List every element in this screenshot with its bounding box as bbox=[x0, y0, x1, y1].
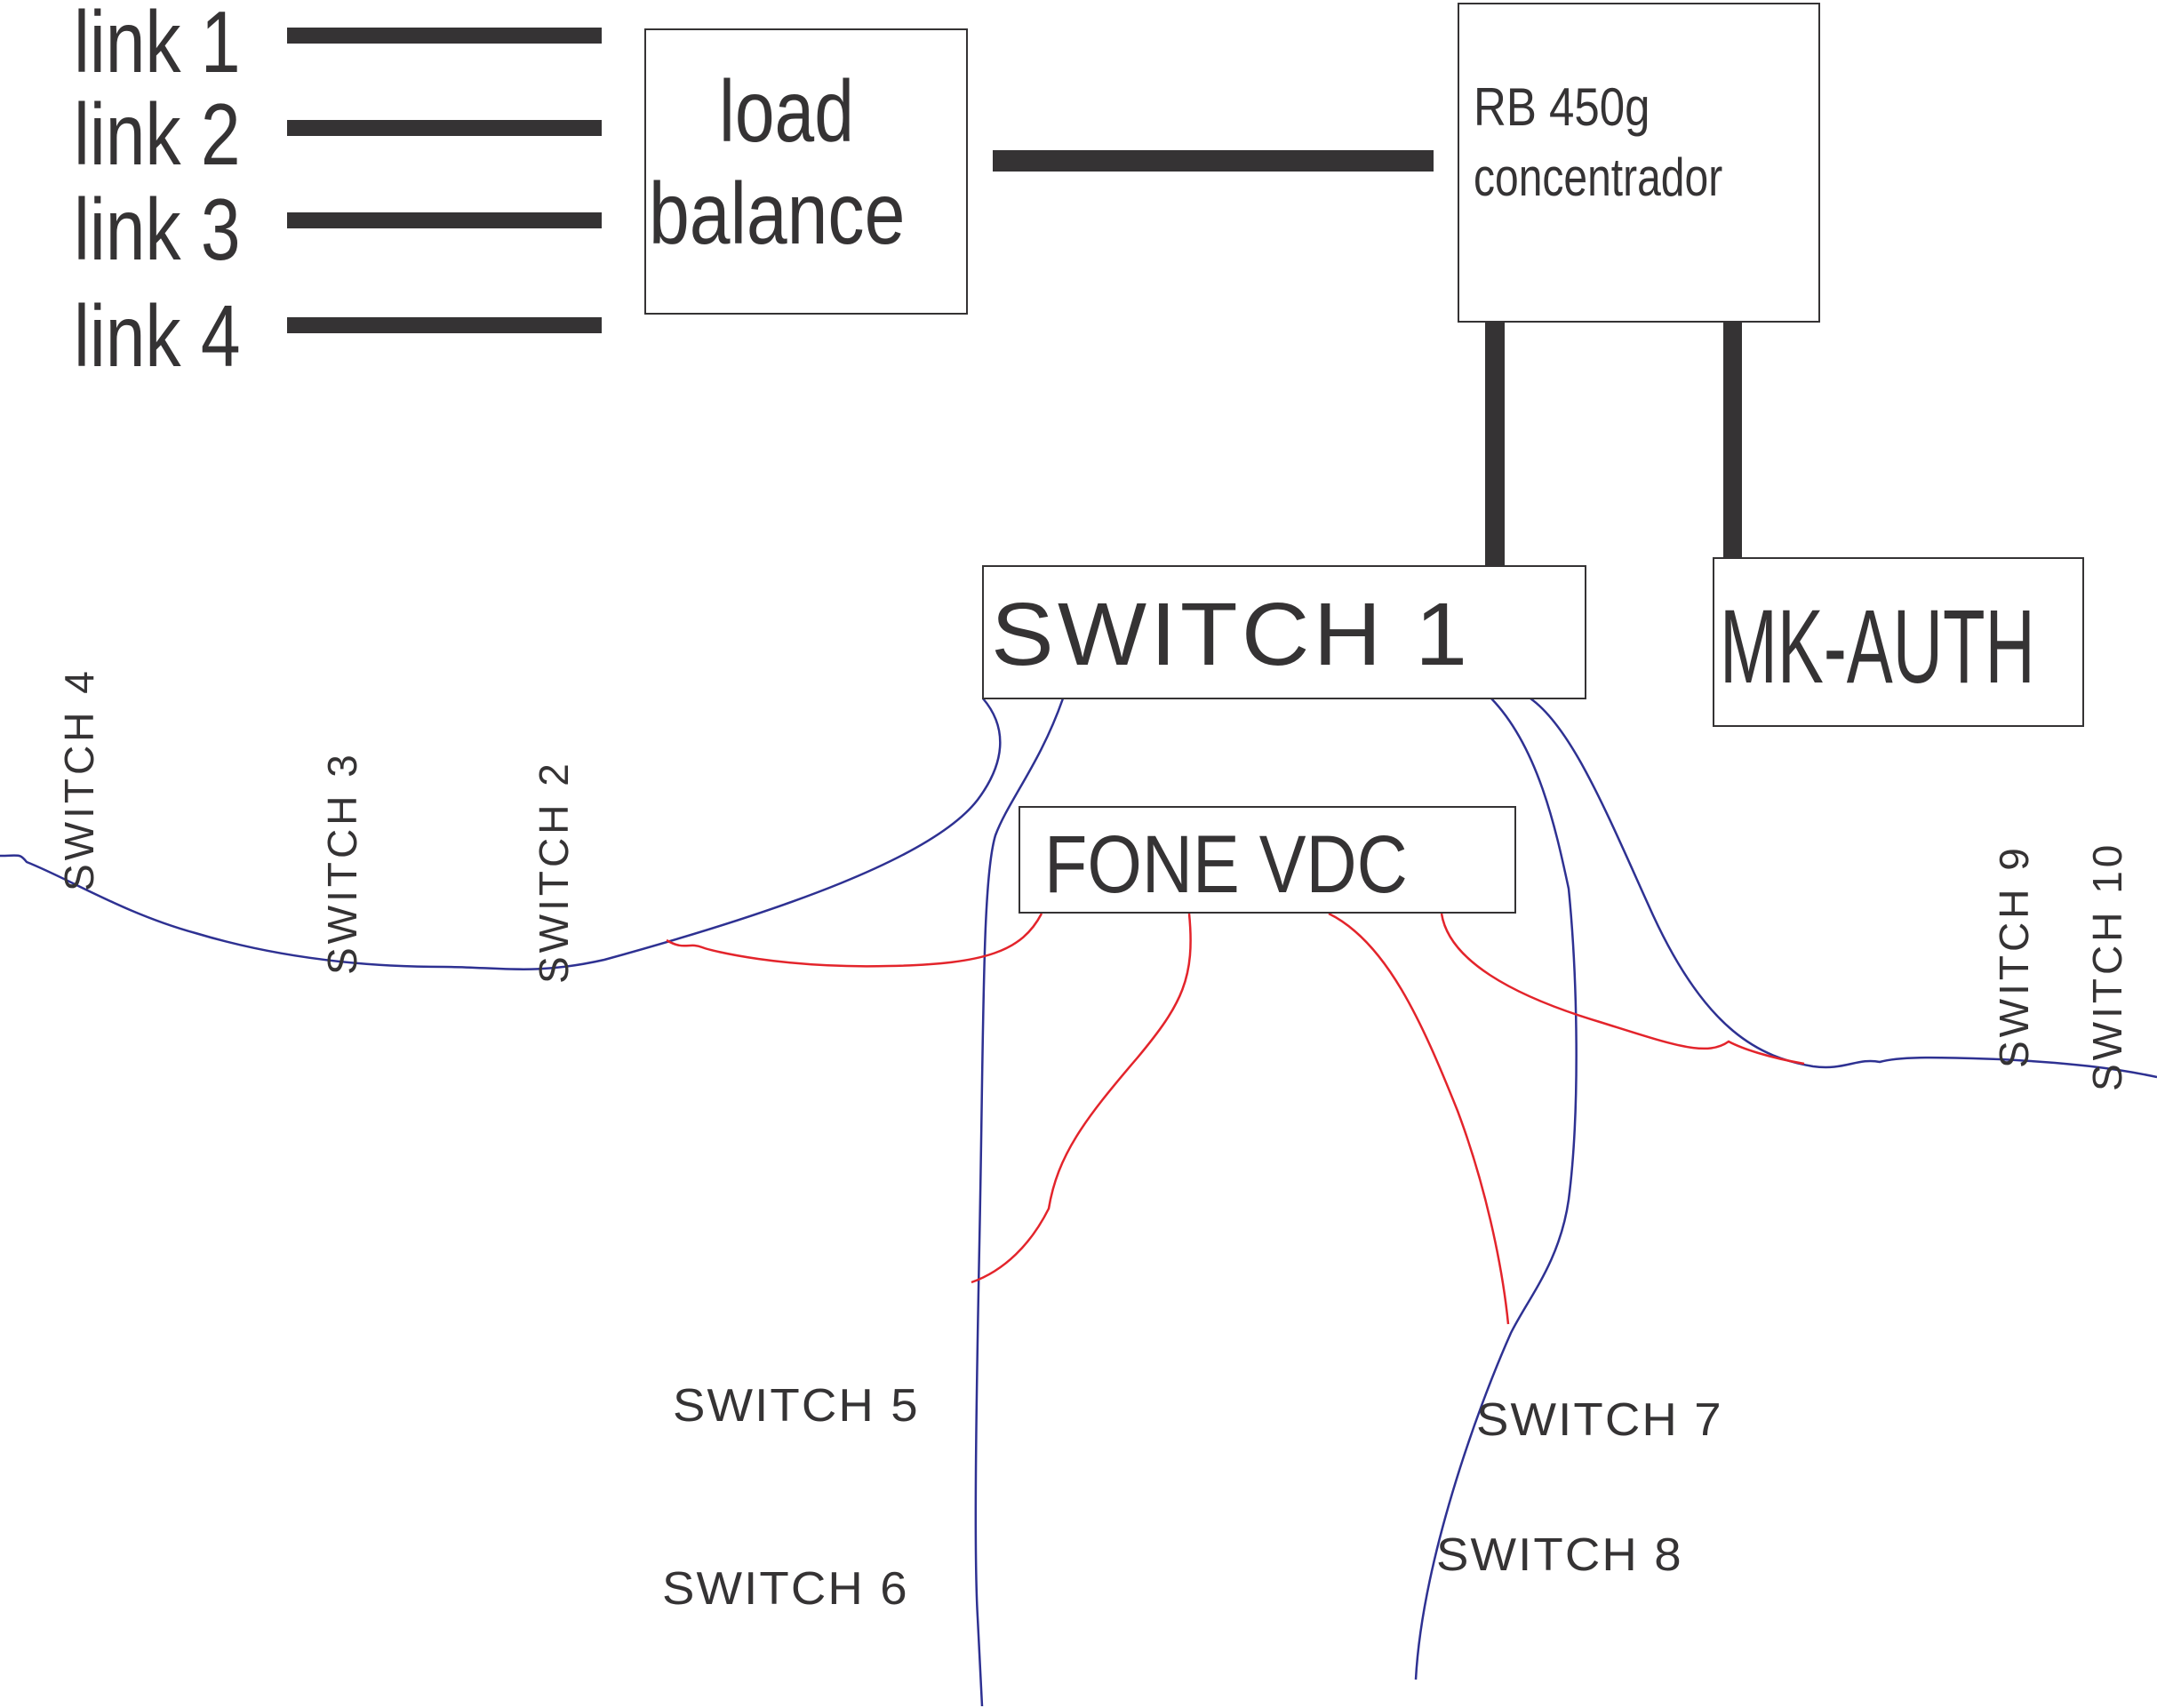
red-cables bbox=[666, 912, 1805, 1325]
concentrator-label-line2: concentrador bbox=[1474, 148, 1723, 207]
cable-switch1-to-switch7-8 bbox=[1414, 698, 1578, 1680]
link-2-line bbox=[287, 120, 602, 136]
cable-fone-to-switch5 bbox=[971, 913, 1192, 1284]
switch10-label: SWITCH 10 bbox=[2084, 841, 2130, 1091]
switch6-label: SWITCH 6 bbox=[662, 1563, 909, 1615]
load-balance-label-line2: balance bbox=[649, 164, 906, 262]
switch5-label: SWITCH 5 bbox=[673, 1380, 920, 1432]
cable-switch1-to-switch5-6 bbox=[974, 698, 1065, 1707]
cable-switch1-to-switch2-3-4 bbox=[0, 698, 1002, 970]
switch9-label: SWITCH 9 bbox=[1991, 844, 2037, 1068]
link-3-label: link 3 bbox=[74, 180, 241, 278]
switch1-label: SWITCH 1 bbox=[991, 585, 1472, 684]
switch2-label: SWITCH 2 bbox=[531, 760, 577, 984]
cable-fone-to-switch7 bbox=[1328, 912, 1510, 1325]
link-2-label: link 2 bbox=[74, 85, 241, 183]
load-balance-label-line1: load bbox=[719, 62, 854, 160]
mk-auth-label: MK-AUTH bbox=[1720, 588, 2035, 706]
concentrator-box: RB 450g concentrador bbox=[1458, 3, 1820, 323]
switch7-label: SWITCH 7 bbox=[1476, 1394, 1723, 1446]
link-4-line bbox=[287, 317, 602, 333]
cable-fone-to-switch9 bbox=[1440, 913, 1805, 1066]
fone-vdc-label: FONE VDC bbox=[1044, 819, 1408, 910]
concentrator-to-mkauth-line bbox=[1723, 318, 1742, 562]
concentrator-label-line1: RB 450g bbox=[1474, 77, 1650, 137]
lb-to-concentrator-line bbox=[993, 150, 1434, 172]
trunk-lines bbox=[287, 28, 1742, 565]
blue-cables bbox=[0, 697, 2157, 1707]
link-4-label: link 4 bbox=[74, 287, 241, 385]
switch8-label: SWITCH 8 bbox=[1436, 1529, 1683, 1581]
switch4-label: SWITCH 4 bbox=[56, 667, 102, 891]
link-1-line bbox=[287, 28, 602, 44]
switch1-box: SWITCH 1 bbox=[982, 565, 1586, 699]
cable-fone-to-switch2 bbox=[666, 913, 1043, 968]
link-3-line bbox=[287, 212, 602, 228]
link-1-label: link 1 bbox=[74, 0, 241, 91]
load-balance-box: load balance bbox=[644, 28, 968, 315]
cable-switch1-to-switch9-10 bbox=[1530, 697, 2157, 1079]
switch3-label: SWITCH 3 bbox=[319, 751, 365, 975]
fone-vdc-box: FONE VDC bbox=[1019, 806, 1516, 914]
mk-auth-box: MK-AUTH bbox=[1713, 557, 2084, 727]
concentrator-to-switch1-line bbox=[1485, 322, 1505, 565]
